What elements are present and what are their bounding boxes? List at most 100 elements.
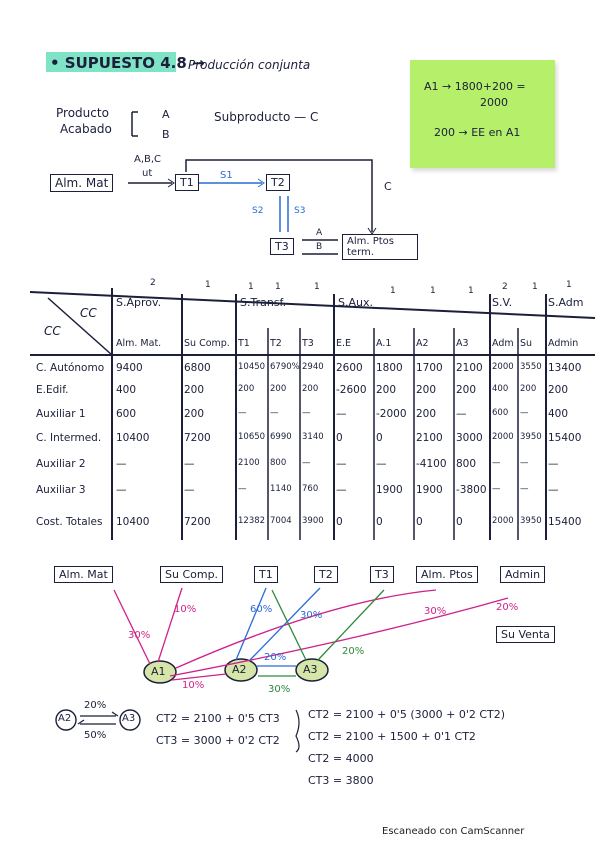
row-label: Cost. Totales bbox=[36, 516, 103, 528]
table-cell: 7004 bbox=[270, 516, 292, 526]
column-header: T3 bbox=[302, 338, 314, 349]
table-cell: 3000 bbox=[456, 432, 483, 444]
group-num: 2 bbox=[502, 282, 508, 292]
flow-diagram bbox=[128, 159, 377, 255]
table-cell: — bbox=[116, 458, 127, 470]
table-cell: 2000 bbox=[492, 362, 514, 372]
group-num: 1 bbox=[205, 280, 211, 290]
table-cell: -2000 bbox=[376, 408, 407, 420]
footer-scanner: Escaneado con CamScanner bbox=[382, 826, 525, 837]
bracket-shape bbox=[131, 111, 138, 137]
table-cell: — bbox=[520, 458, 529, 468]
table-cell: 6990 bbox=[270, 432, 292, 442]
dest-alm-ptos: Alm. Ptos bbox=[416, 566, 478, 583]
pct-10b: 10% bbox=[182, 680, 205, 691]
distribution-arrows bbox=[113, 587, 509, 684]
pct-20b: 20% bbox=[264, 652, 287, 663]
flow-alm-mat: Alm. Mat bbox=[50, 174, 114, 192]
table-cell: -2600 bbox=[336, 384, 367, 396]
table-cell: 400 bbox=[116, 384, 137, 396]
column-header: A3 bbox=[456, 338, 469, 349]
table-cell: 2600 bbox=[336, 362, 363, 374]
sol-3: CT2 = 4000 bbox=[308, 752, 374, 765]
table-cell: — bbox=[548, 458, 559, 470]
column-header: A.1 bbox=[376, 338, 392, 349]
table-cell: — bbox=[336, 408, 347, 420]
table-cell: — bbox=[238, 408, 247, 418]
node-a3: A3 bbox=[303, 663, 318, 676]
pct-30b: 30% bbox=[300, 610, 323, 621]
row-label: Auxiliar 3 bbox=[36, 484, 86, 496]
product-label-2: Acabado bbox=[60, 122, 112, 136]
sticky-line-1: A1 → 1800+200 = bbox=[424, 80, 526, 93]
pct-30c: 30% bbox=[424, 606, 447, 617]
table-cell: 1900 bbox=[376, 484, 403, 496]
group-num: 1 bbox=[314, 282, 320, 292]
eq-bottom-pct: 50% bbox=[84, 730, 107, 741]
table-cell: 9400 bbox=[116, 362, 143, 374]
table-cell: — bbox=[184, 458, 195, 470]
table-cell: 3950 bbox=[520, 516, 542, 526]
column-header: T1 bbox=[238, 338, 250, 349]
table-cell: 2000 bbox=[492, 516, 514, 526]
group-num: 2 bbox=[150, 278, 156, 288]
table-cell: 400 bbox=[492, 384, 509, 394]
row-label: Auxiliar 1 bbox=[36, 408, 86, 420]
flow-out-b: B bbox=[316, 242, 323, 252]
table-cell: 0 bbox=[456, 516, 463, 528]
pct-60: 60% bbox=[250, 604, 273, 615]
group-s-transf: S.Transf. bbox=[240, 296, 287, 309]
sol-4: CT3 = 3800 bbox=[308, 774, 374, 787]
group-num: 1 bbox=[248, 282, 254, 292]
page-title: • SUPUESTO 4.8 → bbox=[50, 54, 205, 72]
table-cell: — bbox=[302, 408, 311, 418]
table-cell: — bbox=[238, 484, 247, 494]
node-a2: A2 bbox=[232, 663, 247, 676]
table-cell: 10650 bbox=[238, 432, 266, 442]
table-cell: — bbox=[184, 484, 195, 496]
eq-1: CT2 = 2100 + 0'5 CT3 bbox=[156, 712, 280, 725]
column-header: A2 bbox=[416, 338, 429, 349]
dest-t3: T3 bbox=[370, 566, 394, 583]
table-cell: 0 bbox=[416, 516, 423, 528]
table-cell: — bbox=[336, 484, 347, 496]
eq-top-pct: 20% bbox=[84, 700, 107, 711]
table-cell: 200 bbox=[376, 384, 397, 396]
table-cell: 7200 bbox=[184, 516, 211, 528]
column-header: Su bbox=[520, 338, 533, 349]
node-a1: A1 bbox=[151, 665, 166, 678]
table-cell: 200 bbox=[456, 384, 477, 396]
flow-c: C bbox=[384, 180, 392, 193]
table-cell: 10400 bbox=[116, 432, 150, 444]
table-corner-bottom: CC bbox=[44, 324, 61, 338]
sticky-line-3: 200 → EE en A1 bbox=[434, 126, 521, 139]
table-cell: 3550 bbox=[520, 362, 542, 372]
group-num: 1 bbox=[468, 286, 474, 296]
group-num: 1 bbox=[275, 282, 281, 292]
flow-t1: T1 bbox=[175, 174, 199, 191]
table-corner-top: CC bbox=[80, 306, 97, 320]
table-cell: 12382 bbox=[238, 516, 266, 526]
table-cell: 3140 bbox=[302, 432, 324, 442]
table-cell: 2940 bbox=[302, 362, 324, 372]
row-label: C. Autónomo bbox=[36, 362, 105, 374]
byproduct-label: Subproducto — C bbox=[214, 110, 319, 124]
table-cell: 13400 bbox=[548, 362, 582, 374]
flow-above-arrow: A,B,C bbox=[134, 154, 162, 165]
flow-s2: S2 bbox=[252, 206, 264, 216]
table-cell: 0 bbox=[376, 516, 383, 528]
flow-s3: S3 bbox=[294, 206, 306, 216]
table-cell: 6790% bbox=[270, 362, 300, 372]
flow-alm-ptos: Alm. Ptos term. bbox=[342, 234, 418, 260]
column-header: Su Comp. bbox=[184, 338, 230, 349]
table-cell: — bbox=[520, 408, 529, 418]
table-cell: — bbox=[520, 484, 529, 494]
group-num: 1 bbox=[566, 280, 572, 290]
table-cell: 2100 bbox=[456, 362, 483, 374]
table-cell: 2000 bbox=[492, 432, 514, 442]
table-cell: 200 bbox=[416, 408, 437, 420]
cost-table-grid bbox=[29, 288, 596, 540]
table-cell: 200 bbox=[184, 384, 205, 396]
table-cell: 10400 bbox=[116, 516, 150, 528]
table-cell: 1140 bbox=[270, 484, 292, 494]
